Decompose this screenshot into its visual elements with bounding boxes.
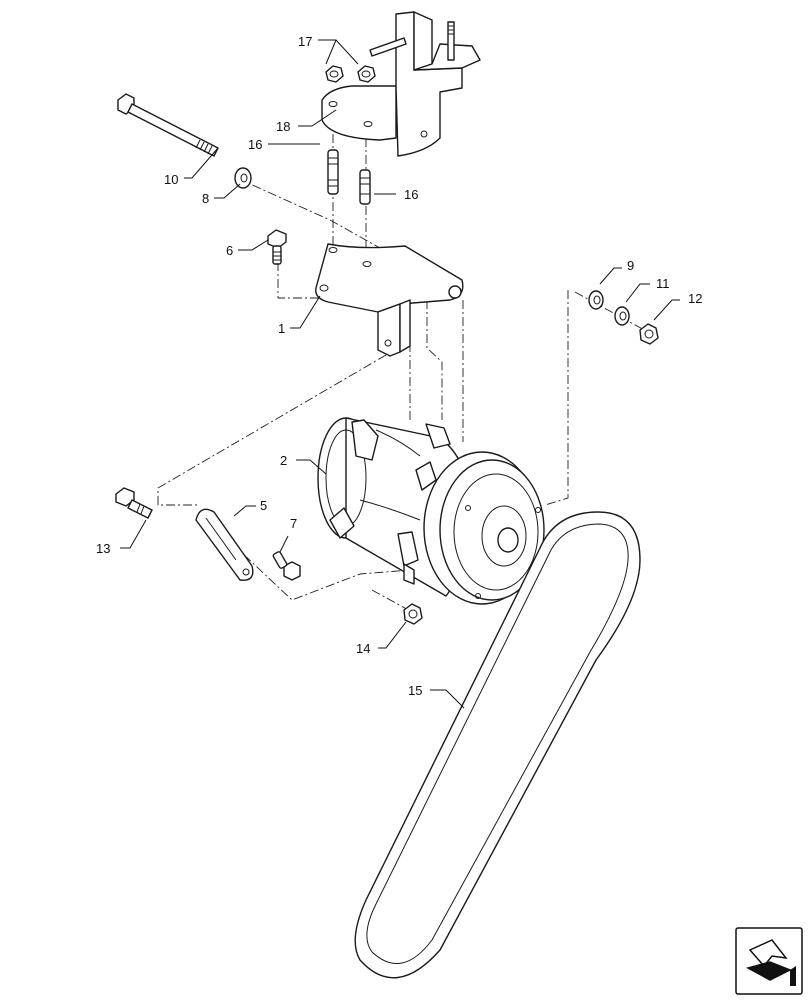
- callout-13: 13: [96, 541, 110, 556]
- lower-bracket: [315, 243, 464, 357]
- flange-bolt-13: [115, 487, 153, 519]
- callout-labels: 17 18 16 10 8 16 6 9 11 12 1 2 5 7 13 14…: [96, 34, 702, 698]
- callout-10: 10: [164, 172, 178, 187]
- stud-16-right: [359, 169, 371, 205]
- callout-2: 2: [280, 453, 287, 468]
- callout-11: 11: [656, 276, 670, 291]
- callout-1: 1: [278, 321, 285, 336]
- callout-14: 14: [356, 641, 370, 656]
- stud-16-left: [327, 149, 339, 195]
- long-bolt-10: [117, 93, 219, 157]
- callout-9: 9: [627, 258, 634, 273]
- callout-5: 5: [260, 498, 267, 513]
- washer-8: [234, 167, 252, 189]
- washer-11: [614, 306, 630, 326]
- washer-9: [588, 290, 604, 310]
- upper-bracket: [321, 11, 481, 157]
- flange-bolt-6: [267, 229, 287, 265]
- ac-compressor: [317, 417, 545, 605]
- callout-12: 12: [688, 291, 702, 306]
- callout-6: 6: [226, 243, 233, 258]
- flange-nut-17: [325, 65, 376, 83]
- leader-lines: [120, 39, 680, 709]
- callout-15: 15: [408, 683, 422, 698]
- next-page-arrow-icon[interactable]: [735, 927, 803, 995]
- flange-bolt-7: [272, 551, 301, 581]
- nut-12: [639, 323, 659, 345]
- callout-16-lower: 16: [404, 187, 418, 202]
- callout-7: 7: [290, 516, 297, 531]
- callout-8: 8: [202, 191, 209, 206]
- adjusting-link-5: [195, 508, 254, 581]
- nut-14: [403, 603, 423, 625]
- callout-17: 17: [298, 34, 312, 49]
- callout-18: 18: [276, 119, 290, 134]
- drive-belt-15: [354, 511, 641, 979]
- callout-16-upper: 16: [248, 137, 262, 152]
